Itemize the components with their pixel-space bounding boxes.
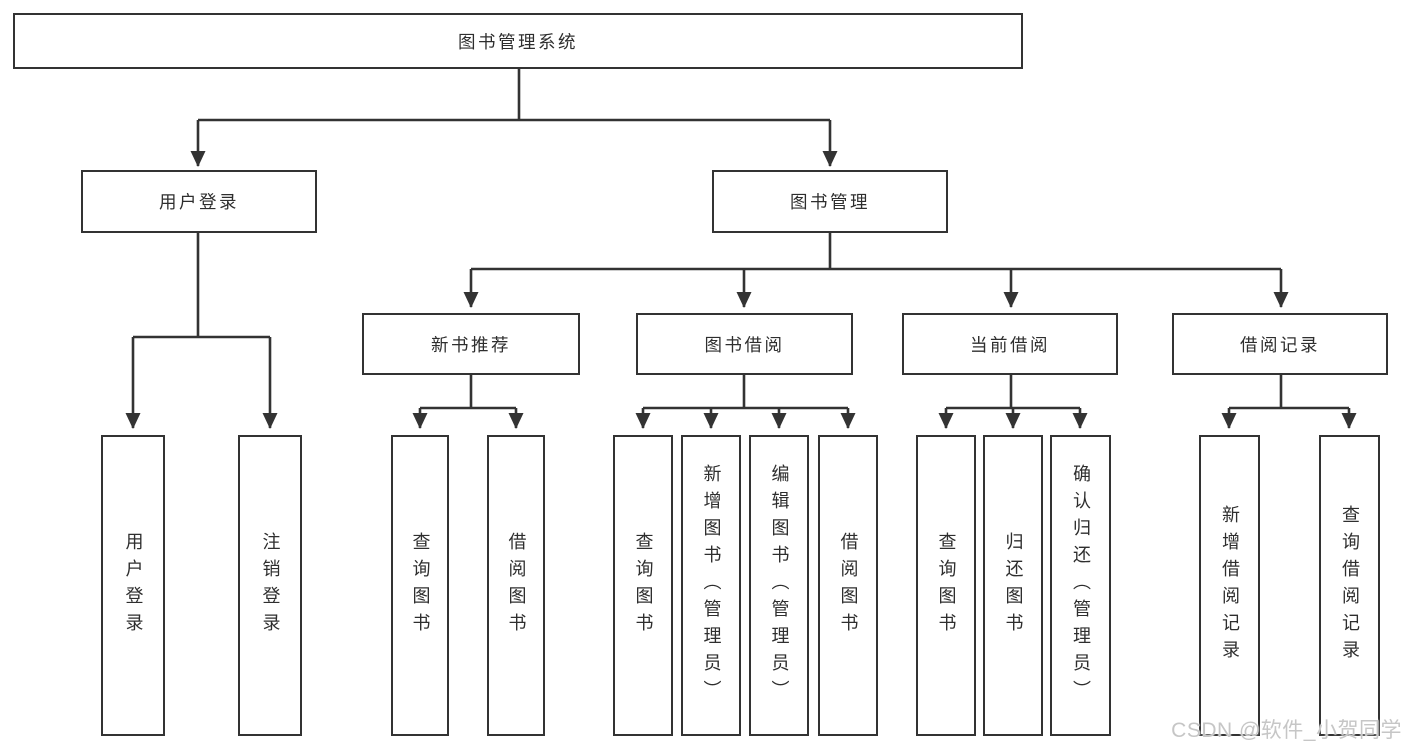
leaf-query-books-1-label: 查询图书 [410,531,431,640]
node-root-label: 图书管理系统 [458,31,578,52]
leaf-add-borrow-record: 新增借阅记录 [1199,435,1260,736]
leaf-user-login: 用户登录 [101,435,165,736]
leaf-add-book-admin-label: 新增图书（管理员） [701,464,722,707]
node-borrow-records-label: 借阅记录 [1240,334,1320,355]
node-book-management: 图书管理 [712,170,948,233]
leaf-borrow-books-1: 借阅图书 [487,435,545,736]
node-book-borrowing-label: 图书借阅 [704,334,785,355]
connector-spines [133,69,1349,410]
leaf-query-borrow-record-label: 查询借阅记录 [1339,504,1360,667]
node-book-management-label: 图书管理 [790,192,870,212]
leaf-confirm-return-admin-label: 确认归还（管理员） [1070,464,1091,707]
leaf-confirm-return-admin: 确认归还（管理员） [1050,435,1111,736]
csdn-watermark: CSDN @软件_小贺同学 [1171,719,1402,742]
leaf-borrow-books-2-label: 借阅图书 [838,531,859,640]
node-current-borrowing-label: 当前借阅 [970,334,1050,355]
leaf-add-book-admin: 新增图书（管理员） [681,435,741,736]
leaf-query-books-2-label: 查询图书 [633,531,654,640]
node-current-borrowing: 当前借阅 [902,313,1118,375]
node-user-login: 用户登录 [81,170,317,233]
node-borrow-records: 借阅记录 [1172,313,1388,375]
leaf-logout-label: 注销登录 [260,531,281,640]
leaf-user-login-label: 用户登录 [123,531,144,640]
leaf-logout: 注销登录 [238,435,302,736]
leaf-query-books-3: 查询图书 [916,435,976,736]
leaf-borrow-books-1-label: 借阅图书 [506,531,527,640]
leaf-query-books-3-label: 查询图书 [936,531,957,640]
node-new-book-recommend: 新书推荐 [362,313,580,375]
leaf-return-book-label: 归还图书 [1003,531,1024,640]
node-new-book-recommend-label: 新书推荐 [431,334,511,355]
leaf-query-borrow-record: 查询借阅记录 [1319,435,1380,736]
leaf-return-book: 归还图书 [983,435,1043,736]
node-user-login-label: 用户登录 [159,192,239,212]
leaf-edit-book-admin-label: 编辑图书（管理员） [769,464,790,707]
leaf-add-borrow-record-label: 新增借阅记录 [1219,504,1240,667]
leaf-query-books-1: 查询图书 [391,435,449,736]
leaf-edit-book-admin: 编辑图书（管理员） [749,435,809,736]
node-book-borrowing: 图书借阅 [636,313,853,375]
connector-arrows [125,120,1357,429]
node-root: 图书管理系统 [13,13,1023,69]
leaf-borrow-books-2: 借阅图书 [818,435,878,736]
leaf-query-books-2: 查询图书 [613,435,673,736]
